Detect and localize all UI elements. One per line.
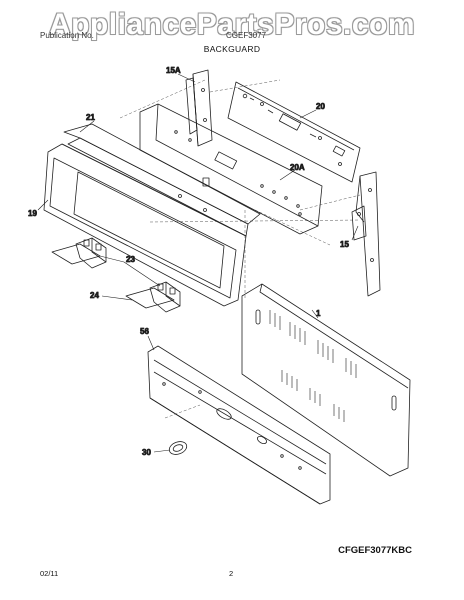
watermark-logo: AppliancePartsPros.com <box>48 8 416 41</box>
part-rear-cover-panel <box>241 283 411 477</box>
part-lower-back-panel <box>147 345 331 505</box>
page-number: 2 <box>229 569 234 578</box>
header-model: CGEF3077 <box>226 31 267 40</box>
callout-56: 56 <box>140 327 149 336</box>
callout-24: 24 <box>90 291 99 300</box>
footer-date: 02/11 <box>40 569 59 578</box>
part-end-bracket-left <box>185 69 213 147</box>
page-title: BACKGUARD <box>203 44 261 54</box>
guide-lines <box>119 79 361 419</box>
callout-30: 30 <box>142 448 151 457</box>
part-hole-plug <box>168 441 188 455</box>
part-glass-overlay <box>43 143 247 307</box>
part-control-board <box>227 81 361 183</box>
header-publication: Publication No. <box>40 31 94 40</box>
part-knob-bracket-upper <box>51 237 107 269</box>
callout-15a: 15A <box>166 66 181 75</box>
part-end-bracket-right <box>351 171 381 297</box>
callout-20: 20 <box>316 102 325 111</box>
callout-21: 21 <box>86 113 95 122</box>
callout-20a: 20A <box>290 163 305 172</box>
callout-1: 1 <box>316 309 321 318</box>
leader-lines <box>37 73 359 453</box>
callout-19: 19 <box>28 209 37 218</box>
part-knob-bracket-lower <box>125 281 181 313</box>
model-number: CFGEF3077KBC <box>338 545 412 556</box>
callout-23: 23 <box>126 255 135 264</box>
callout-15: 15 <box>340 240 349 249</box>
